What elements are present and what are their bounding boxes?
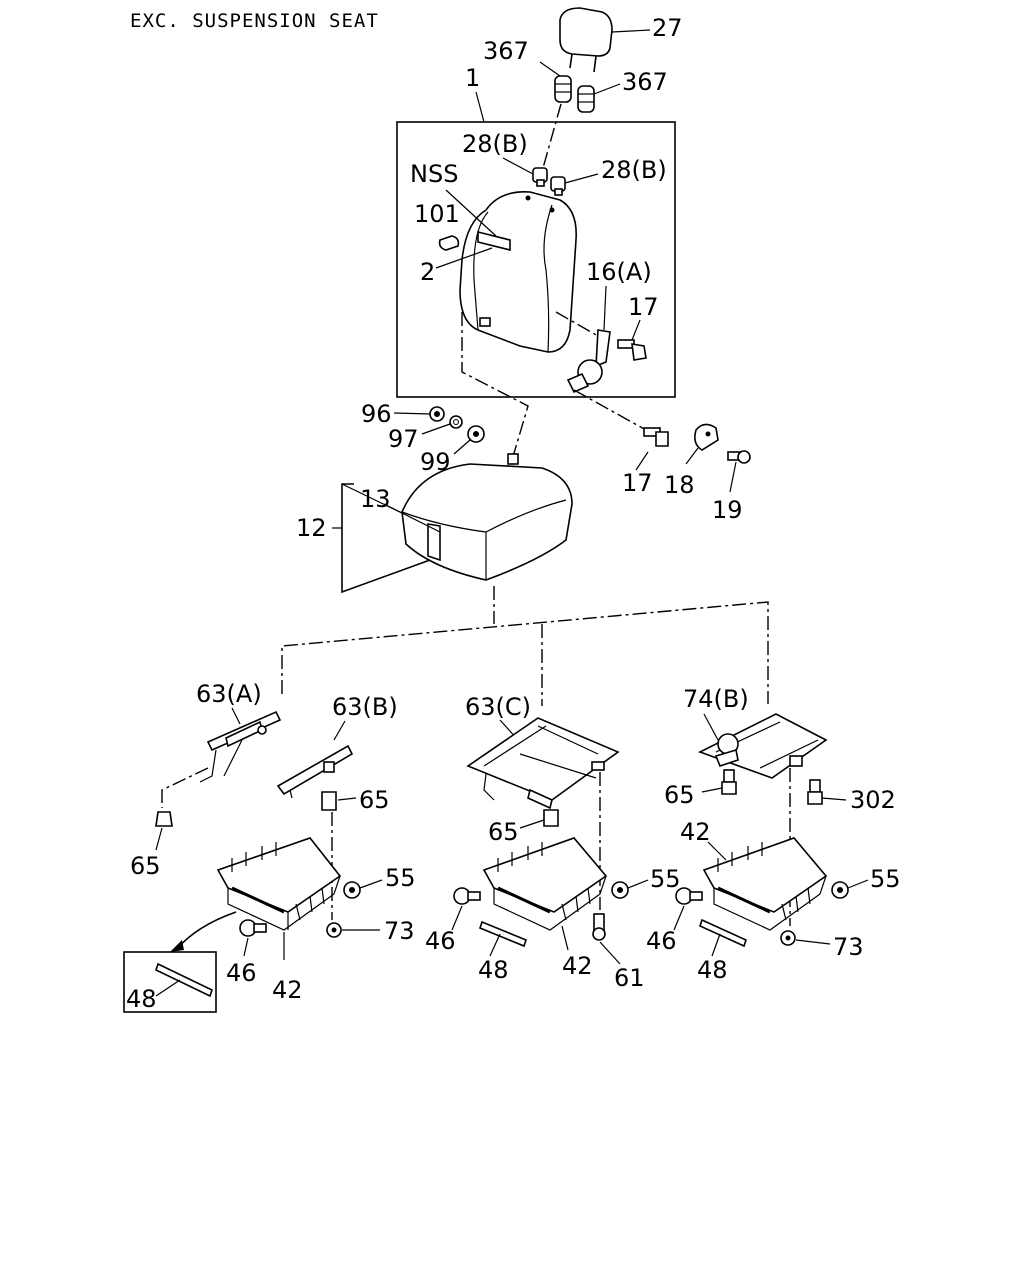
bushing-28b-right: [550, 176, 566, 196]
label-18: 18: [664, 471, 695, 499]
washer-97: [449, 415, 463, 429]
label-42-b: 42: [562, 952, 593, 980]
bolt-65-a: [155, 811, 173, 827]
rod-48-c: [699, 918, 747, 948]
rod-48-a: [155, 962, 213, 998]
label-55-b: 55: [650, 865, 681, 893]
label-63a: 63(A): [196, 680, 262, 708]
label-73-a: 73: [384, 917, 415, 945]
bushing-28b-left: [532, 167, 548, 187]
label-65-b: 65: [359, 786, 390, 814]
label-61: 61: [614, 964, 645, 992]
rod-48-b: [479, 920, 527, 948]
label-46-c: 46: [646, 927, 677, 955]
label-46-b: 46: [425, 927, 456, 955]
bolt-17-upper: [617, 339, 647, 361]
label-97: 97: [388, 425, 419, 453]
label-73-b: 73: [833, 933, 864, 961]
bracket-12: [341, 483, 431, 594]
label-65-c: 65: [488, 818, 519, 846]
label-28b-left: 28(B): [462, 130, 528, 158]
label-101: 101: [414, 200, 460, 228]
label-74b: 74(B): [683, 685, 749, 713]
label-63c: 63(C): [465, 693, 531, 721]
rod-48-inset-box: [123, 951, 217, 1013]
bolt-46-a: [239, 919, 267, 937]
headrest-guide-right: [577, 85, 595, 113]
label-65-a: 65: [130, 852, 161, 880]
nut-55-b: [611, 881, 629, 899]
bracket-18: [694, 423, 719, 451]
label-1: 1: [465, 64, 480, 92]
seat-frame-42-a: [216, 837, 342, 931]
label-302: 302: [850, 786, 896, 814]
seat-frame-42-c: [702, 837, 828, 931]
seat-back-assembly-box: [396, 121, 676, 398]
headrest: [559, 7, 651, 73]
label-42-c: 42: [680, 818, 711, 846]
bolt-61: [592, 913, 606, 941]
label-55-a: 55: [385, 864, 416, 892]
nut-96: [429, 406, 445, 422]
label-16a: 16(A): [586, 258, 652, 286]
bolt-65-d: [721, 769, 737, 795]
slide-rail-74b: [697, 713, 828, 779]
slide-rail-63a: [199, 710, 282, 783]
bolt-65-c: [543, 809, 559, 827]
label-55-c: 55: [870, 865, 901, 893]
label-48-c: 48: [697, 956, 728, 984]
slide-rail-63b: [276, 744, 354, 799]
seat-frame-42-b: [482, 837, 608, 931]
headrest-guide-left: [554, 75, 572, 103]
label-28b-right: 28(B): [601, 156, 667, 184]
nut-73-a: [326, 922, 342, 938]
nut-55-c: [831, 881, 849, 899]
label-96: 96: [361, 400, 392, 428]
slide-rail-63c: [466, 717, 620, 810]
bolt-19: [727, 450, 751, 464]
label-48-a: 48: [126, 985, 157, 1013]
label-367-left: 367: [483, 37, 529, 65]
label-46-a: 46: [226, 959, 257, 987]
label-65-d: 65: [664, 781, 695, 809]
diagram-title: EXC. SUSPENSION SEAT: [130, 10, 379, 32]
label-12: 12: [296, 514, 327, 542]
label-17-lower: 17: [622, 469, 653, 497]
label-2: 2: [420, 258, 435, 286]
seat-cushion: [401, 453, 573, 581]
bushing-99: [467, 425, 485, 443]
clip-101: [438, 235, 460, 251]
label-nss: NSS: [410, 160, 458, 188]
label-367-right: 367: [622, 68, 668, 96]
bolt-17-lower: [643, 427, 669, 447]
bolt-46-b: [453, 887, 481, 905]
recliner-bracket-16a: [566, 329, 611, 394]
label-48-b: 48: [478, 956, 509, 984]
label-63b: 63(B): [332, 693, 398, 721]
seat-back-cushion: [459, 191, 577, 353]
label-42-a: 42: [272, 976, 303, 1004]
bolt-302: [807, 779, 823, 805]
label-19: 19: [712, 496, 743, 524]
label-17-upper: 17: [628, 293, 659, 321]
bolt-46-c: [675, 887, 703, 905]
bolt-65-b: [321, 791, 337, 811]
label-27: 27: [652, 14, 683, 42]
label-13: 13: [360, 485, 391, 513]
nut-73-b: [780, 930, 796, 946]
nut-55-a: [343, 881, 361, 899]
